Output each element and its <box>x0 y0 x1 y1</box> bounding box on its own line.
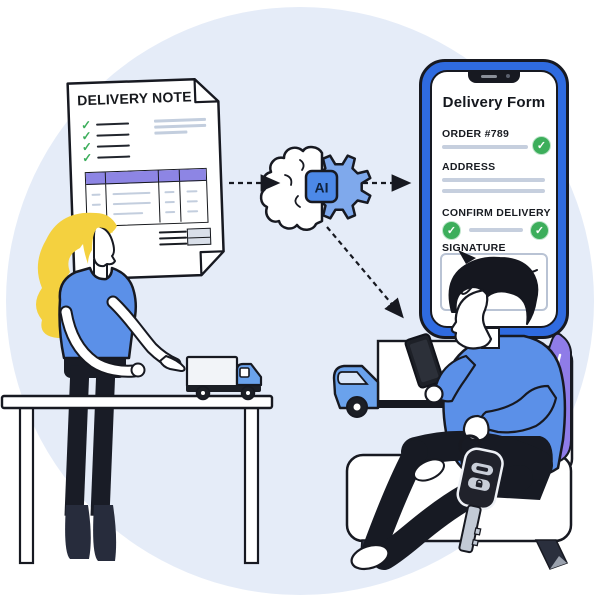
arrow-ai-to-driver <box>326 226 404 319</box>
man-shoe <box>350 543 390 571</box>
woman-hair-front <box>82 218 113 264</box>
woman-arm-lower <box>59 305 146 378</box>
woman-hair <box>36 212 117 338</box>
toy-truck-window <box>239 367 250 378</box>
phone-notch <box>468 70 520 83</box>
order-field-line <box>442 145 528 149</box>
woman-hand <box>130 362 146 378</box>
address-label: ADDRESS <box>442 161 496 173</box>
woman-leg-left <box>64 365 90 517</box>
speaker-icon <box>481 75 497 78</box>
truck-chassis <box>378 400 484 408</box>
woman-arm-pointing <box>106 295 186 372</box>
confirm-check-icon-left: ✓ <box>442 221 461 240</box>
form-title: Delivery Form <box>442 94 546 111</box>
man-shin <box>362 440 428 562</box>
camera-icon <box>506 74 510 78</box>
address-field-line-2 <box>442 189 545 193</box>
table <box>0 394 274 565</box>
ai-chip <box>304 169 339 204</box>
ai-chip-label: AI <box>315 180 329 196</box>
man-hand-right <box>424 384 444 404</box>
woman-figure <box>36 212 186 561</box>
woman-boot-right <box>93 505 117 561</box>
address-field-line-1 <box>442 178 545 182</box>
woman-boot-left <box>65 505 91 559</box>
man-hair <box>448 256 539 325</box>
man-hand-left <box>462 414 490 442</box>
folded-corner-top-icon <box>193 78 220 104</box>
signature-label: SIGNATURE <box>442 242 506 254</box>
man-ankle <box>413 458 445 482</box>
car-key-fob <box>456 434 504 554</box>
brain-icon <box>259 145 324 231</box>
man-hair-tuft <box>458 250 476 264</box>
man-figure <box>350 250 567 571</box>
truck-window <box>337 371 369 385</box>
confirm-field-line <box>469 228 523 232</box>
man-sleeve-right <box>431 354 477 403</box>
order-label: ORDER #789 <box>442 128 510 140</box>
couch-foot-tip <box>550 556 567 569</box>
folded-corner-bottom-icon <box>199 250 225 277</box>
woman-leg-right <box>90 365 116 517</box>
woman-face <box>93 225 116 268</box>
confirm-check-icon-right: ✓ <box>530 221 549 240</box>
confirm-delivery-label: CONFIRM DELIVERY <box>442 207 551 219</box>
toy-truck <box>185 355 263 401</box>
order-check-icon: ✓ <box>532 136 551 155</box>
pointing-hand <box>159 355 186 372</box>
